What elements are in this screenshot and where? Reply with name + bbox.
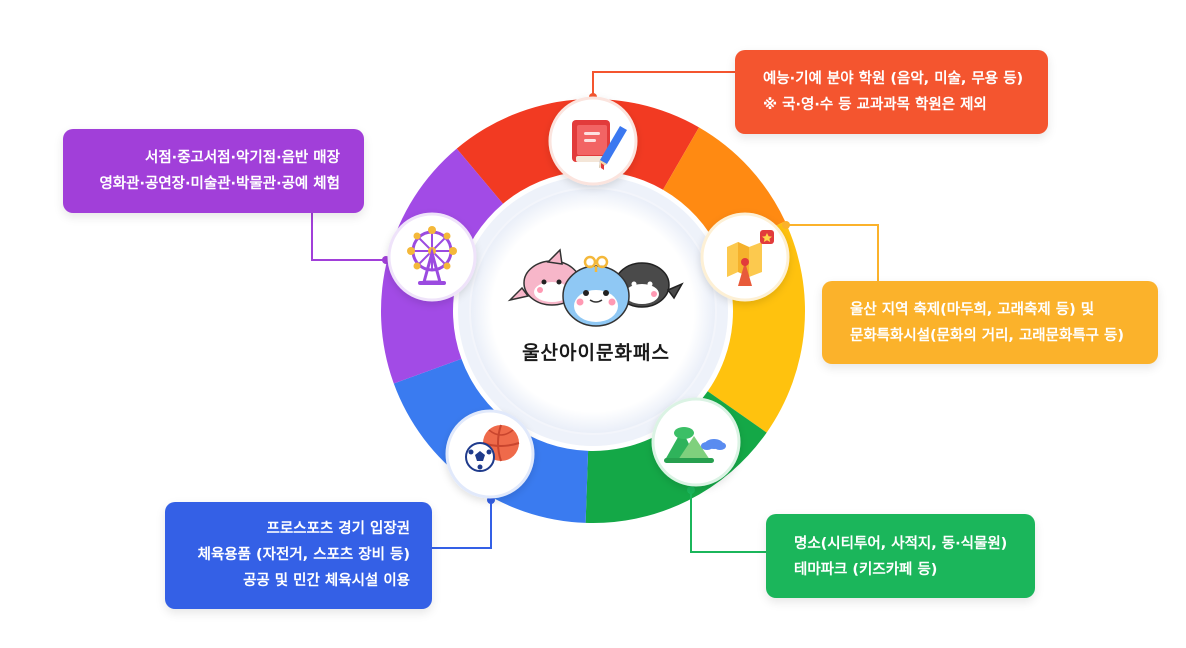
card-arts-line-2: ※ 국·영·수 등 교과과목 학원은 제외	[763, 97, 987, 113]
connector-bookstore	[311, 213, 390, 264]
card-arts-academy: 예능·기예 분야 학원 (음악, 미술, 무용 등) ※ 국·영·수 등 교과과…	[735, 50, 1048, 134]
card-festival-line-2: 문화특화시설(문화의 거리, 고래문화특구 등)	[850, 328, 1125, 344]
connector-tour	[687, 486, 766, 553]
card-bookstore-line-1: 서점·중고서점·악기점·음반 매장	[145, 150, 340, 166]
ferris-wheel-icon	[407, 226, 457, 285]
card-bookstore-culture: 서점·중고서점·악기점·음반 매장 영화관·공연장·미술관·박물관·공예 체험	[63, 129, 364, 213]
card-tour-line-1: 명소(시티투어, 사적지, 동·식물원)	[794, 536, 1008, 552]
card-sports: 프로스포츠 경기 입장권 체육용품 (자전거, 스포츠 장비 등) 공공 및 민…	[165, 502, 432, 609]
card-festival-line-1: 울산 지역 축제(마두희, 고래축제 등) 및	[850, 302, 1095, 318]
sports-balls-icon	[465, 424, 520, 472]
card-sports-line-2: 체육용품 (자전거, 스포츠 장비 등)	[197, 547, 410, 563]
card-tour-line-2: 테마파크 (키즈카페 등)	[794, 562, 938, 578]
card-sports-line-1: 프로스포츠 경기 입장권	[266, 521, 411, 537]
mountain-cloud-icon	[664, 427, 726, 463]
card-tour-theme-park: 명소(시티투어, 사적지, 동·식물원) 테마파크 (키즈카페 등)	[766, 514, 1035, 598]
brand-logo-text: 울산아이문화패스	[522, 342, 670, 364]
card-sports-line-3: 공공 및 민간 체육시설 이용	[243, 573, 410, 589]
connector-arts	[589, 71, 735, 101]
connector-sports	[432, 496, 495, 549]
connector-festival	[782, 221, 879, 281]
card-local-festival: 울산 지역 축제(마두희, 고래축제 등) 및 문화특화시설(문화의 거리, 고…	[822, 281, 1158, 364]
map-pin-icon	[727, 230, 774, 286]
mascot-blue-icon	[562, 255, 630, 327]
card-bookstore-line-2: 영화관·공연장·미술관·박물관·공예 체험	[99, 176, 340, 192]
book-pencil-icon	[572, 120, 627, 170]
card-arts-line-1: 예능·기예 분야 학원 (음악, 미술, 무용 등)	[763, 71, 1024, 87]
